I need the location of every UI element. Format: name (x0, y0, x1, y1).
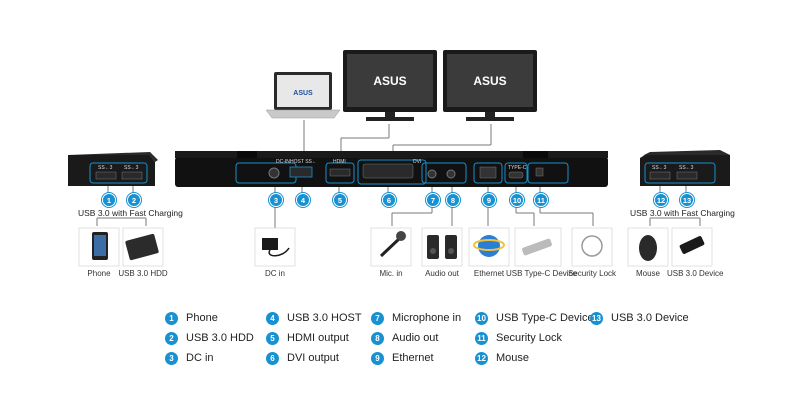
callout-badge: 2 (127, 193, 141, 207)
port-label-hdmi: HDMI (333, 159, 346, 165)
legend-text: Security Lock (496, 332, 563, 344)
usb-fast-charging-header: USB 3.0 with Fast Charging (78, 208, 183, 218)
legend-text: DVI output (287, 352, 339, 364)
legend-number: 2 (165, 331, 178, 345)
legend-text: Microphone in (392, 312, 462, 324)
device-label-mouse: Mouse (635, 269, 660, 278)
port-label-usb: SS←3 (98, 165, 113, 171)
legend-text: Mouse (496, 352, 530, 364)
right-dock-end (640, 150, 730, 186)
legend-number: 8 (371, 331, 384, 345)
callout-badge: 11 (534, 193, 548, 207)
legend-item: 5 HDMI output (266, 330, 349, 346)
legend-number: 4 (266, 311, 279, 325)
legend-item: 9 Ethernet (371, 350, 434, 366)
legend-item: 11 Security Lock (475, 330, 562, 346)
laptop-icon: ASUS (265, 72, 341, 119)
port-label-typec: TYPE-C (508, 165, 527, 171)
callout-badge: 12 (654, 193, 668, 207)
port-label-dc: DC-IN (276, 159, 290, 165)
legend-text: USB 3.0 HOST (287, 312, 362, 324)
legend-text: USB Type-C Device (496, 312, 594, 324)
device-label-ethernet: Ethernet (473, 269, 505, 278)
device-label-lock: Security Lock (568, 269, 617, 278)
legend-item: 6 DVI output (266, 350, 339, 366)
device-tiles (78, 227, 713, 267)
monitor-brand: ASUS (473, 74, 506, 88)
legend-item: 4 USB 3.0 HOST (266, 310, 362, 326)
legend-text: DC in (186, 352, 214, 364)
legend-text: Audio out (392, 332, 439, 344)
legend-item: 10 USB Type-C Device (475, 310, 594, 326)
port-label-usb: SS←3 (652, 165, 667, 171)
device-label-hdd: USB 3.0 HDD (118, 269, 168, 278)
callout-badge: 5 (333, 193, 347, 207)
legend-number: 11 (475, 331, 488, 345)
legend-text: HDMI output (287, 332, 349, 344)
device-label-dcin: DC in (264, 269, 285, 278)
legend-text: Ethernet (392, 352, 434, 364)
device-label-phone: Phone (87, 269, 111, 278)
callout-badge: 7 (426, 193, 440, 207)
laptop-brand: ASUS (293, 90, 313, 97)
callout-badge: 6 (382, 193, 396, 207)
legend-item: 13 USB 3.0 Device (590, 310, 689, 326)
callout-badge: 1 (102, 193, 116, 207)
legend-item: 1 Phone (165, 310, 218, 326)
legend-text: Phone (186, 312, 218, 324)
dock-body (175, 151, 608, 187)
monitor-icon: ASUS (343, 50, 437, 121)
legend-number: 6 (266, 351, 279, 365)
legend-item: 12 Mouse (475, 350, 529, 366)
legend-number: 7 (371, 311, 384, 325)
legend-number: 3 (165, 351, 178, 365)
port-label-usb: SS←3 (679, 165, 694, 171)
legend-text: USB 3.0 Device (611, 312, 689, 324)
device-label-audio: Audio out (425, 269, 459, 278)
device-label-mic: Mic. in (379, 269, 403, 278)
port-label-usb: SS←3 (124, 165, 139, 171)
left-dock-end (68, 152, 158, 186)
device-label-typec: USB Type-C Device (506, 269, 577, 278)
legend-item: 7 Microphone in (371, 310, 461, 326)
legend-number: 9 (371, 351, 384, 365)
legend-number: 5 (266, 331, 279, 345)
callout-badge: 3 (269, 193, 283, 207)
legend-item: 3 DC in (165, 350, 214, 366)
legend-item: 8 Audio out (371, 330, 438, 346)
monitor-icon: ASUS (443, 50, 537, 121)
legend-item: 2 USB 3.0 HDD (165, 330, 254, 346)
legend-text: USB 3.0 HDD (186, 332, 254, 344)
callout-badge: 13 (680, 193, 694, 207)
callout-badge: 10 (510, 193, 524, 207)
monitor-brand: ASUS (373, 74, 406, 88)
legend-number: 12 (475, 351, 488, 365)
legend-number: 1 (165, 311, 178, 325)
device-label-usbdev: USB 3.0 Device (667, 269, 724, 278)
port-label-dvi: DVI (413, 159, 422, 165)
legend-number: 13 (590, 311, 603, 325)
callout-badge: 8 (446, 193, 460, 207)
legend-number: 10 (475, 311, 488, 325)
usb-fast-charging-header: USB 3.0 with Fast Charging (630, 208, 735, 218)
callout-badge: 9 (482, 193, 496, 207)
port-label-host: HOST SS← (290, 159, 317, 165)
callout-badge: 4 (296, 193, 310, 207)
connector-lines (96, 120, 701, 232)
